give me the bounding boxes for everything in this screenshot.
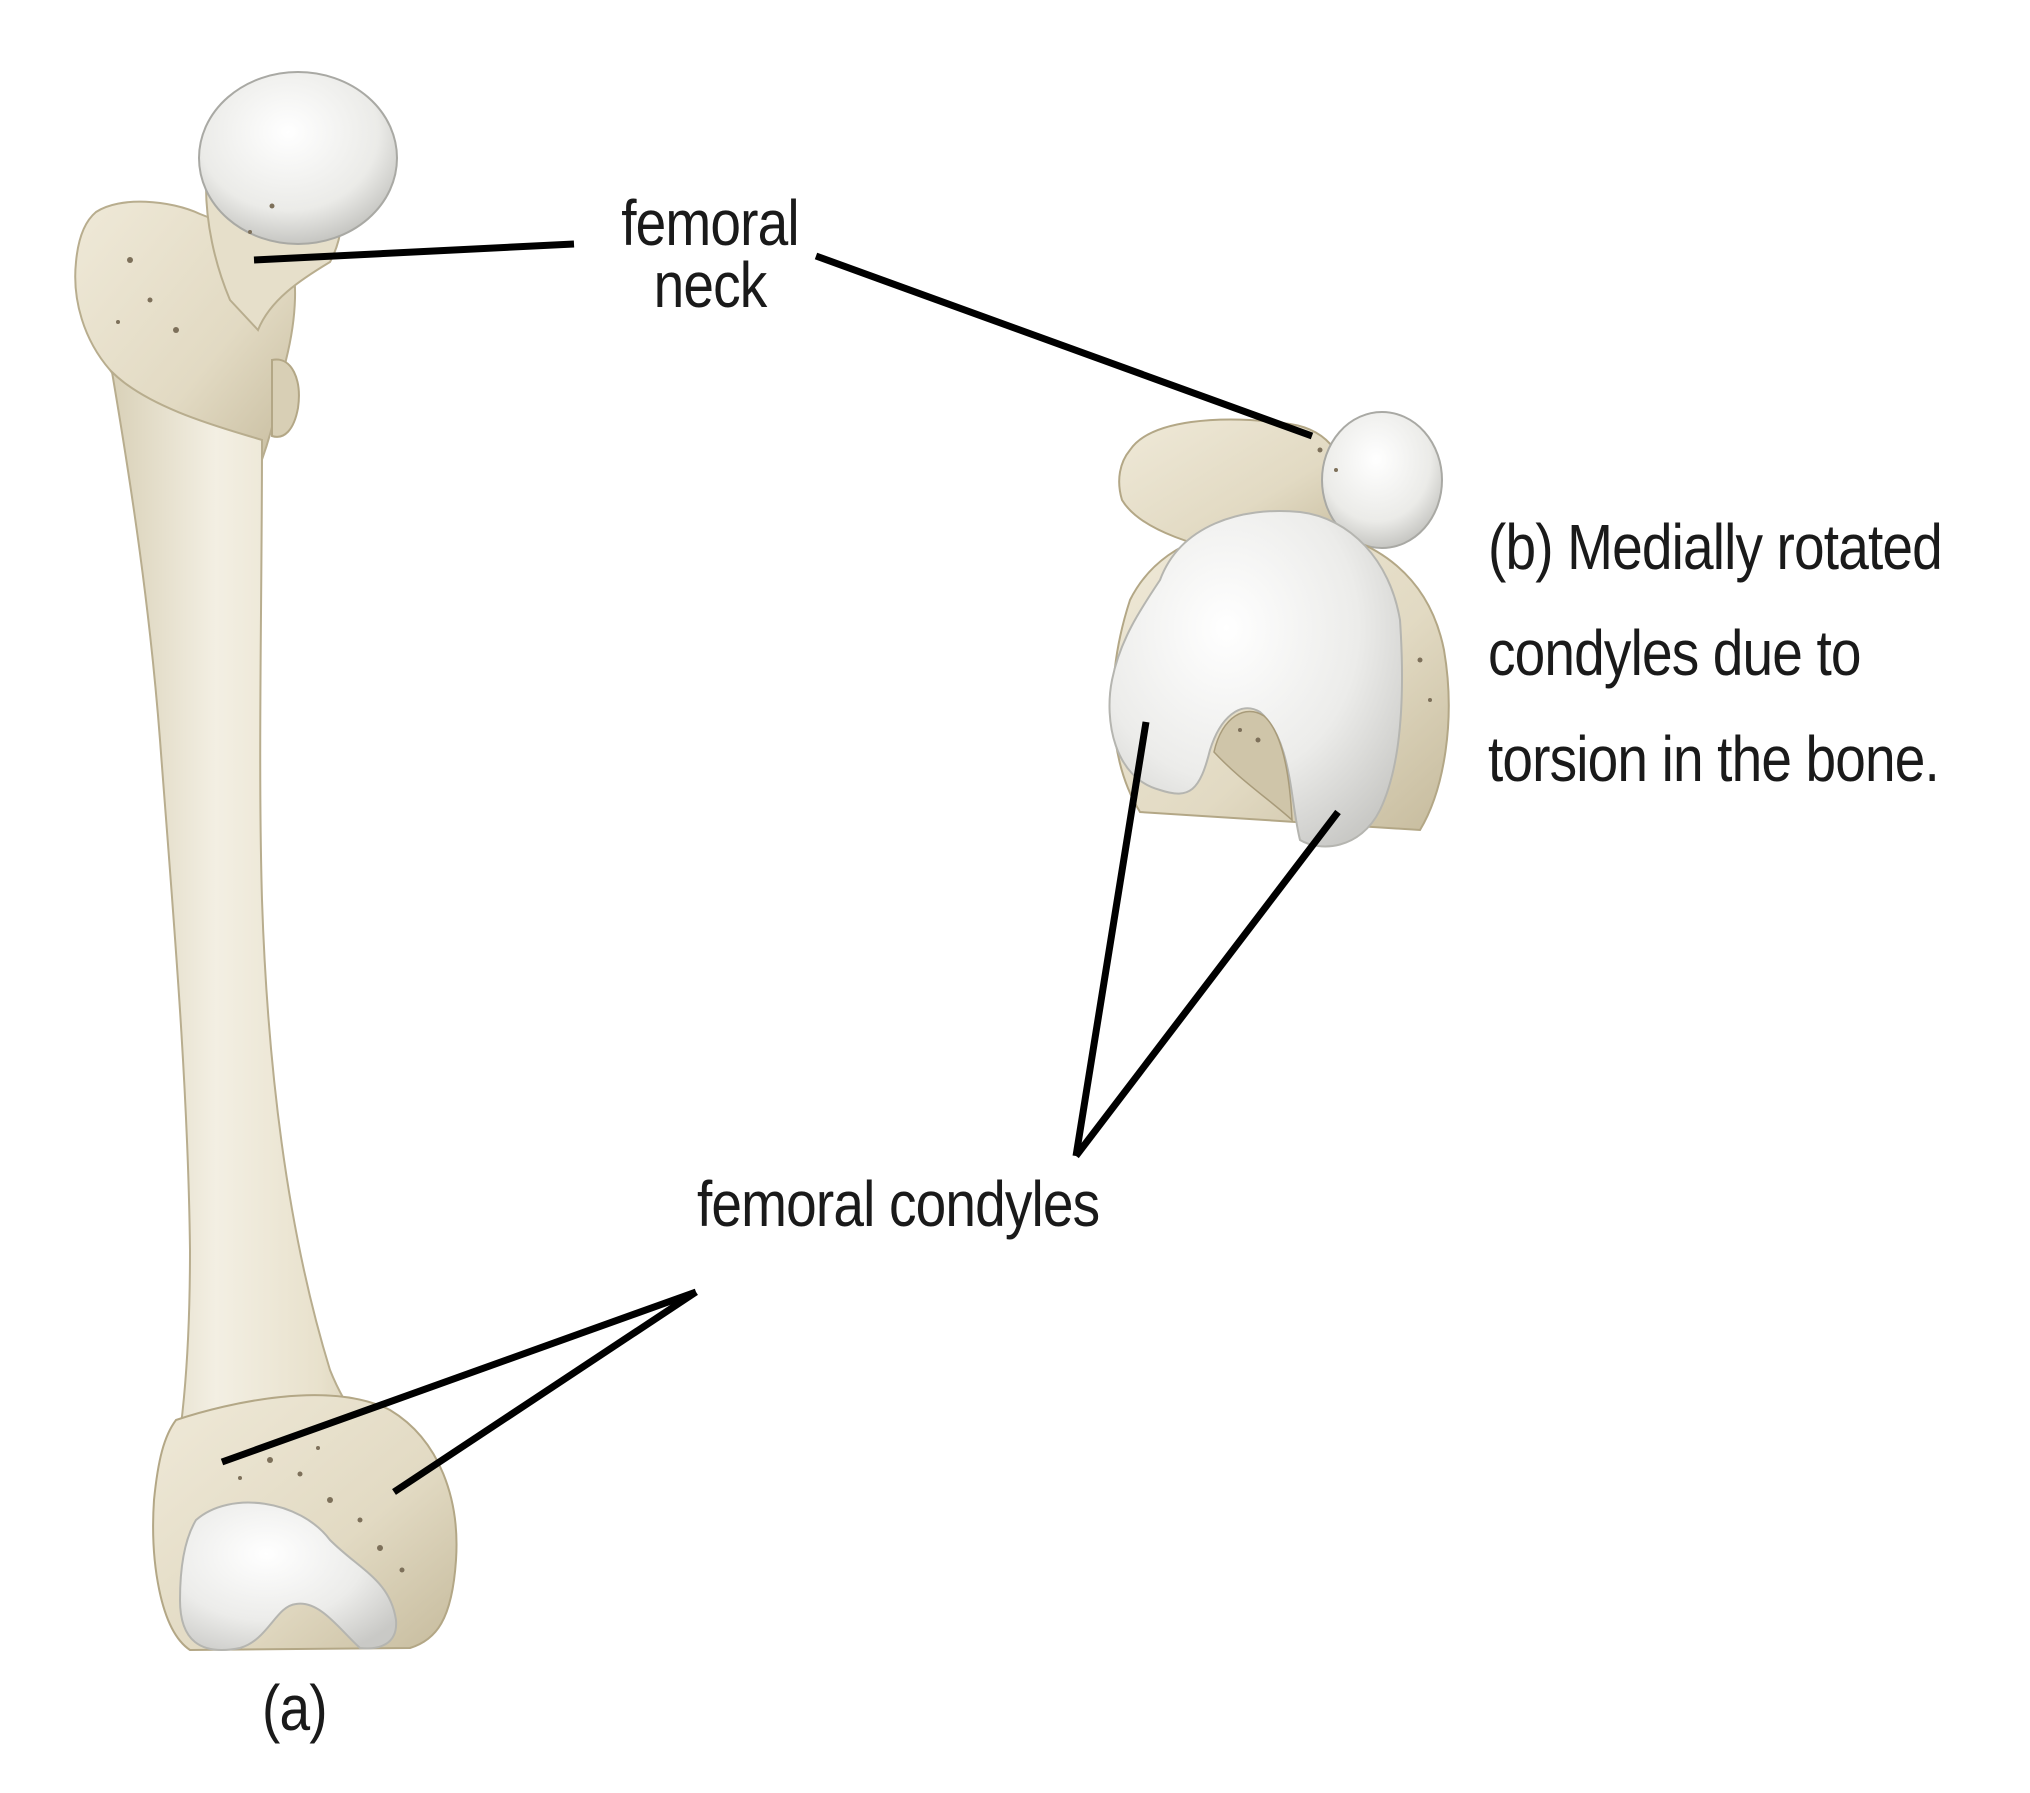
leader-condyles-a2	[392, 1289, 698, 1495]
leader-condyles-b1	[1072, 721, 1150, 1157]
leader-neck-a	[253, 240, 575, 264]
leader-condyles-b2	[1073, 809, 1341, 1159]
femoral-neck-label: femoral neck	[607, 187, 813, 321]
femur-anterior-view	[74, 71, 458, 1652]
femur-distal-rotated-view	[1108, 411, 1450, 848]
femur-distal-cartilage	[178, 1501, 398, 1651]
rotated-condyle-cartilage	[1108, 510, 1403, 848]
femoral-condyles-label: femoral condyles	[697, 1168, 1100, 1240]
leader-condyles-a1	[220, 1288, 698, 1466]
femoral-head	[198, 71, 398, 245]
intercondylar-notch	[1213, 710, 1293, 822]
leader-neck-b	[814, 252, 1314, 440]
view-b-caption-line1: (b) Medially rotated	[1488, 511, 1943, 583]
bone-pitting	[116, 203, 405, 1573]
view-b-caption-line3: torsion in the bone.	[1488, 723, 1940, 795]
femoral-neck-label-line1: femoral	[621, 187, 799, 259]
view-a-label: (a)	[262, 1672, 328, 1744]
leader-lines	[220, 240, 1341, 1495]
view-b-caption-line2: condyles due to	[1488, 617, 1862, 689]
femur-shaft	[110, 369, 411, 1461]
rotated-bone-pitting	[1238, 447, 1432, 743]
view-b-caption: (b) Medially rotated condyles due to tor…	[1488, 494, 1943, 812]
lesser-trochanter	[271, 358, 300, 438]
femoral-neck-label-line2: neck	[653, 249, 768, 321]
rotated-femoral-head	[1321, 411, 1443, 549]
